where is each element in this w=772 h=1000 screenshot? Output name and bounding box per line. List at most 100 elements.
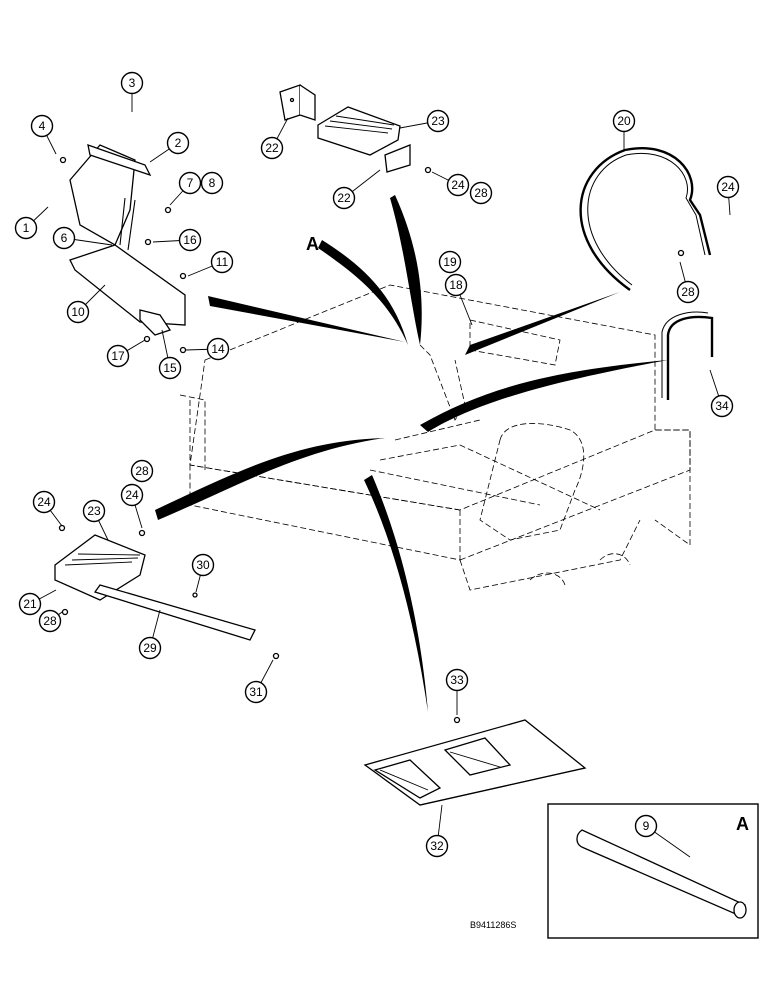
callout-7: 7 bbox=[169, 171, 202, 206]
callout-number: 20 bbox=[617, 114, 631, 128]
callout-number: 29 bbox=[143, 641, 157, 655]
callout-number: 19 bbox=[443, 255, 457, 269]
callout-28: 28 bbox=[130, 459, 154, 483]
shield-bracket-assembly bbox=[59, 144, 187, 354]
callout-28: 28 bbox=[676, 261, 700, 304]
inset-view-a bbox=[547, 803, 759, 939]
callout-circle bbox=[14, 216, 38, 240]
leader-band bbox=[155, 438, 385, 520]
callout-number: 31 bbox=[249, 685, 263, 699]
callout-circle bbox=[444, 273, 468, 297]
callout-number: 28 bbox=[474, 186, 488, 200]
step-23-lower bbox=[54, 524, 280, 660]
callout-circle bbox=[332, 186, 356, 210]
callout-circle bbox=[446, 173, 470, 197]
callout-circle bbox=[469, 181, 493, 205]
callout-circle bbox=[158, 356, 182, 380]
callout-31: 31 bbox=[244, 659, 274, 704]
bracket-22-upper bbox=[279, 84, 316, 121]
callout-number: 8 bbox=[209, 176, 216, 190]
callout-number: 2 bbox=[175, 136, 182, 150]
mower-frame bbox=[179, 284, 691, 591]
callout-10: 10 bbox=[66, 284, 106, 324]
leader-band bbox=[318, 240, 408, 345]
callout-28: 28 bbox=[38, 609, 63, 633]
callout-22: 22 bbox=[332, 169, 381, 210]
callout-circle bbox=[634, 814, 658, 838]
callout-circle bbox=[710, 394, 734, 418]
callout-24: 24 bbox=[120, 483, 144, 529]
callout-circle bbox=[426, 109, 450, 133]
callout-circle bbox=[82, 499, 106, 523]
callout-34: 34 bbox=[709, 369, 734, 418]
leader-band bbox=[465, 292, 620, 355]
callout-circle bbox=[191, 553, 215, 577]
callout-number: 28 bbox=[681, 285, 695, 299]
callout-circle bbox=[445, 668, 469, 692]
callout-number: 6 bbox=[61, 231, 68, 245]
callout-28: 28 bbox=[469, 181, 493, 205]
callout-3: 3 bbox=[120, 71, 144, 112]
drawing-code: B9411286S bbox=[470, 920, 516, 930]
callout-19: 19 bbox=[438, 250, 462, 274]
callout-circle bbox=[244, 680, 268, 704]
callout-circle bbox=[438, 250, 462, 274]
callout-number: 34 bbox=[715, 399, 729, 413]
callout-number: 24 bbox=[721, 180, 735, 194]
callout-number: 22 bbox=[337, 191, 351, 205]
leader-band bbox=[208, 296, 405, 342]
callout-circle bbox=[120, 71, 144, 95]
callout-circle bbox=[206, 337, 230, 361]
callout-circle bbox=[38, 609, 62, 633]
leader-band bbox=[364, 475, 428, 712]
callout-32: 32 bbox=[425, 804, 449, 858]
leader-bands bbox=[155, 195, 668, 712]
handle-hoop-20 bbox=[579, 147, 712, 291]
callout-16: 16 bbox=[152, 228, 202, 252]
callout-1: 1 bbox=[14, 206, 49, 240]
callout-circle bbox=[612, 109, 636, 133]
callout-number: 18 bbox=[449, 278, 463, 292]
callout-number: 11 bbox=[216, 255, 229, 269]
callout-22: 22 bbox=[260, 117, 289, 160]
callout-circle bbox=[210, 250, 234, 274]
callout-circle bbox=[52, 226, 76, 250]
callout-24: 24 bbox=[431, 171, 470, 197]
callout-number: 4 bbox=[39, 119, 46, 133]
callout-number: 30 bbox=[196, 558, 210, 572]
callout-21: 21 bbox=[18, 589, 57, 616]
callout-6: 6 bbox=[52, 226, 113, 250]
callout-29: 29 bbox=[138, 609, 162, 660]
callout-24: 24 bbox=[32, 490, 63, 527]
step-23-upper bbox=[317, 106, 401, 156]
callout-circle bbox=[32, 490, 56, 514]
callout-number: 1 bbox=[23, 221, 30, 235]
callout-number: 24 bbox=[125, 488, 139, 502]
callout-23: 23 bbox=[399, 109, 450, 133]
callout-18: 18 bbox=[444, 273, 473, 326]
callout-circle bbox=[716, 175, 740, 199]
callout-number: 14 bbox=[211, 342, 225, 356]
callout-15: 15 bbox=[158, 329, 182, 380]
callout-circle bbox=[425, 834, 449, 858]
callout-33: 33 bbox=[445, 668, 469, 715]
callout-number: 22 bbox=[265, 141, 279, 155]
leader-band bbox=[390, 195, 422, 345]
callout-circle bbox=[66, 300, 90, 324]
callout-number: 21 bbox=[23, 597, 37, 611]
handle-34 bbox=[661, 311, 714, 400]
callout-circle bbox=[138, 636, 162, 660]
callout-11: 11 bbox=[187, 250, 234, 277]
callout-8: 8 bbox=[200, 171, 224, 195]
view-marker-inset: A bbox=[736, 814, 749, 834]
callout-circle bbox=[178, 171, 202, 195]
callout-circle bbox=[106, 344, 130, 368]
callout-14: 14 bbox=[185, 337, 230, 361]
callout-circle bbox=[18, 592, 42, 616]
callout-circle bbox=[30, 114, 54, 138]
callout-number: 32 bbox=[430, 839, 444, 853]
callout-17: 17 bbox=[106, 339, 146, 368]
callout-number: 7 bbox=[187, 176, 194, 190]
bracket-22-lower bbox=[384, 144, 432, 174]
